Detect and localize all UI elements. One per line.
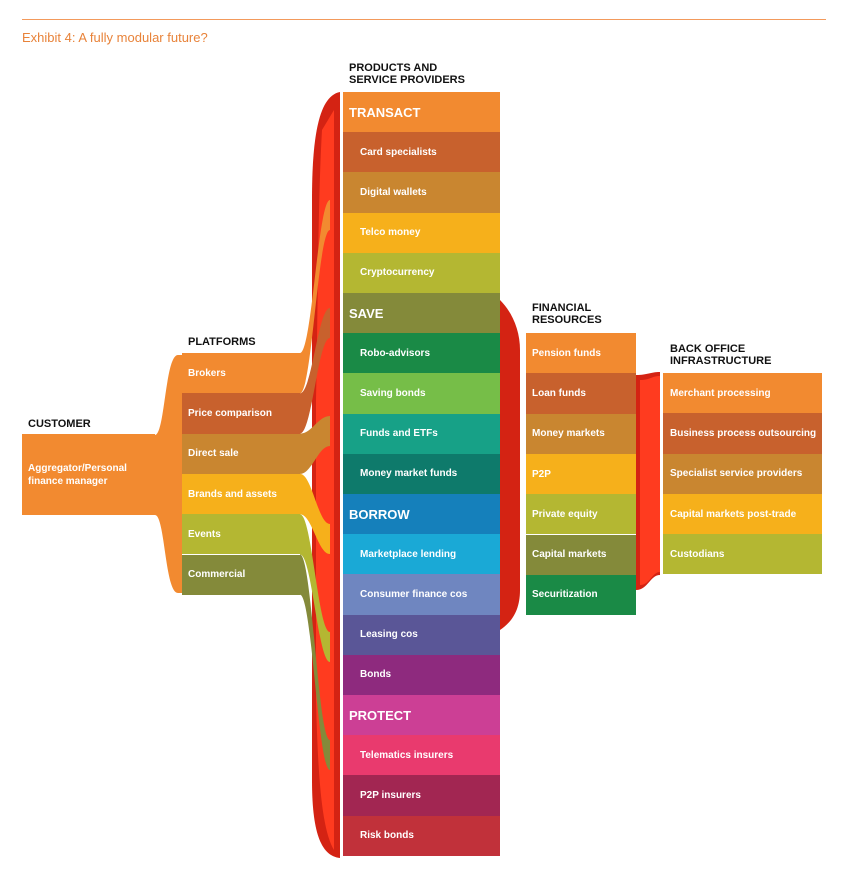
platform-price-comparison: Price comparison [182, 393, 300, 434]
product-funds-and-etfs: Funds and ETFs [343, 413, 500, 454]
backoffice-custodians: Custodians [663, 534, 822, 575]
platform-flow-commercial [300, 554, 330, 770]
product-telco-money: Telco money [343, 212, 500, 253]
customer-box: Aggregator/Personal finance manager [22, 434, 155, 515]
platform-flow-brands-and-assets [300, 473, 330, 554]
product-telematics-insurers: Telematics insurers [343, 735, 500, 776]
customer-fan [155, 355, 182, 593]
section-save: SAVE [343, 293, 500, 334]
product-risk-bonds: Risk bonds [343, 815, 500, 856]
header-financial: FINANCIAL RESOURCES [532, 302, 602, 326]
platform-direct-sale: Direct sale [182, 433, 300, 474]
financial-fan-highlight [640, 376, 660, 585]
product-robo-advisors: Robo-advisors [343, 333, 500, 374]
trunk-right [500, 300, 520, 630]
financial-pension-funds: Pension funds [526, 333, 636, 374]
financial-money-markets: Money markets [526, 413, 636, 454]
product-money-market-funds: Money market funds [343, 453, 500, 494]
platform-flow-brokers [300, 200, 330, 394]
financial-capital-markets: Capital markets [526, 534, 636, 575]
platform-commercial: Commercial [182, 554, 300, 595]
backoffice-merchant-processing: Merchant processing [663, 373, 822, 414]
product-cryptocurrency: Cryptocurrency [343, 252, 500, 293]
header-customer: CUSTOMER [28, 418, 91, 430]
product-marketplace-lending: Marketplace lending [343, 534, 500, 575]
section-protect: PROTECT [343, 695, 500, 736]
top-rule [22, 19, 826, 20]
product-card-specialists: Card specialists [343, 132, 500, 173]
platform-flow-direct-sale [300, 416, 330, 474]
product-leasing-cos: Leasing cos [343, 614, 500, 655]
financial-p2p: P2P [526, 453, 636, 495]
header-backoffice: BACK OFFICE INFRASTRUCTURE [670, 343, 772, 367]
platform-brokers: Brokers [182, 353, 300, 394]
platform-brands-and-assets: Brands and assets [182, 473, 300, 515]
product-p2p-insurers: P2P insurers [343, 775, 500, 816]
backoffice-business-process-outsourcing: Business process outsourcing [663, 413, 822, 454]
platform-flow-price-comparison [300, 308, 330, 434]
backoffice-specialist-service-providers: Specialist service providers [663, 453, 822, 494]
product-bonds: Bonds [343, 654, 500, 695]
header-products: PRODUCTS AND SERVICE PROVIDERS [349, 62, 465, 86]
exhibit-title: Exhibit 4: A fully modular future? [22, 30, 208, 45]
trunk-left-highlight [316, 110, 334, 850]
platform-flow-events [300, 514, 330, 662]
financial-private-equity: Private equity [526, 494, 636, 535]
financial-loan-funds: Loan funds [526, 373, 636, 414]
platform-events: Events [182, 514, 300, 555]
product-saving-bonds: Saving bonds [343, 373, 500, 414]
section-transact: TRANSACT [343, 92, 500, 133]
section-borrow: BORROW [343, 494, 500, 535]
financial-securitization: Securitization [526, 574, 636, 616]
product-consumer-finance-cos: Consumer finance cos [343, 574, 500, 615]
header-platforms: PLATFORMS [188, 336, 256, 348]
product-digital-wallets: Digital wallets [343, 172, 500, 213]
backoffice-capital-markets-post-trade: Capital markets post-trade [663, 493, 822, 535]
